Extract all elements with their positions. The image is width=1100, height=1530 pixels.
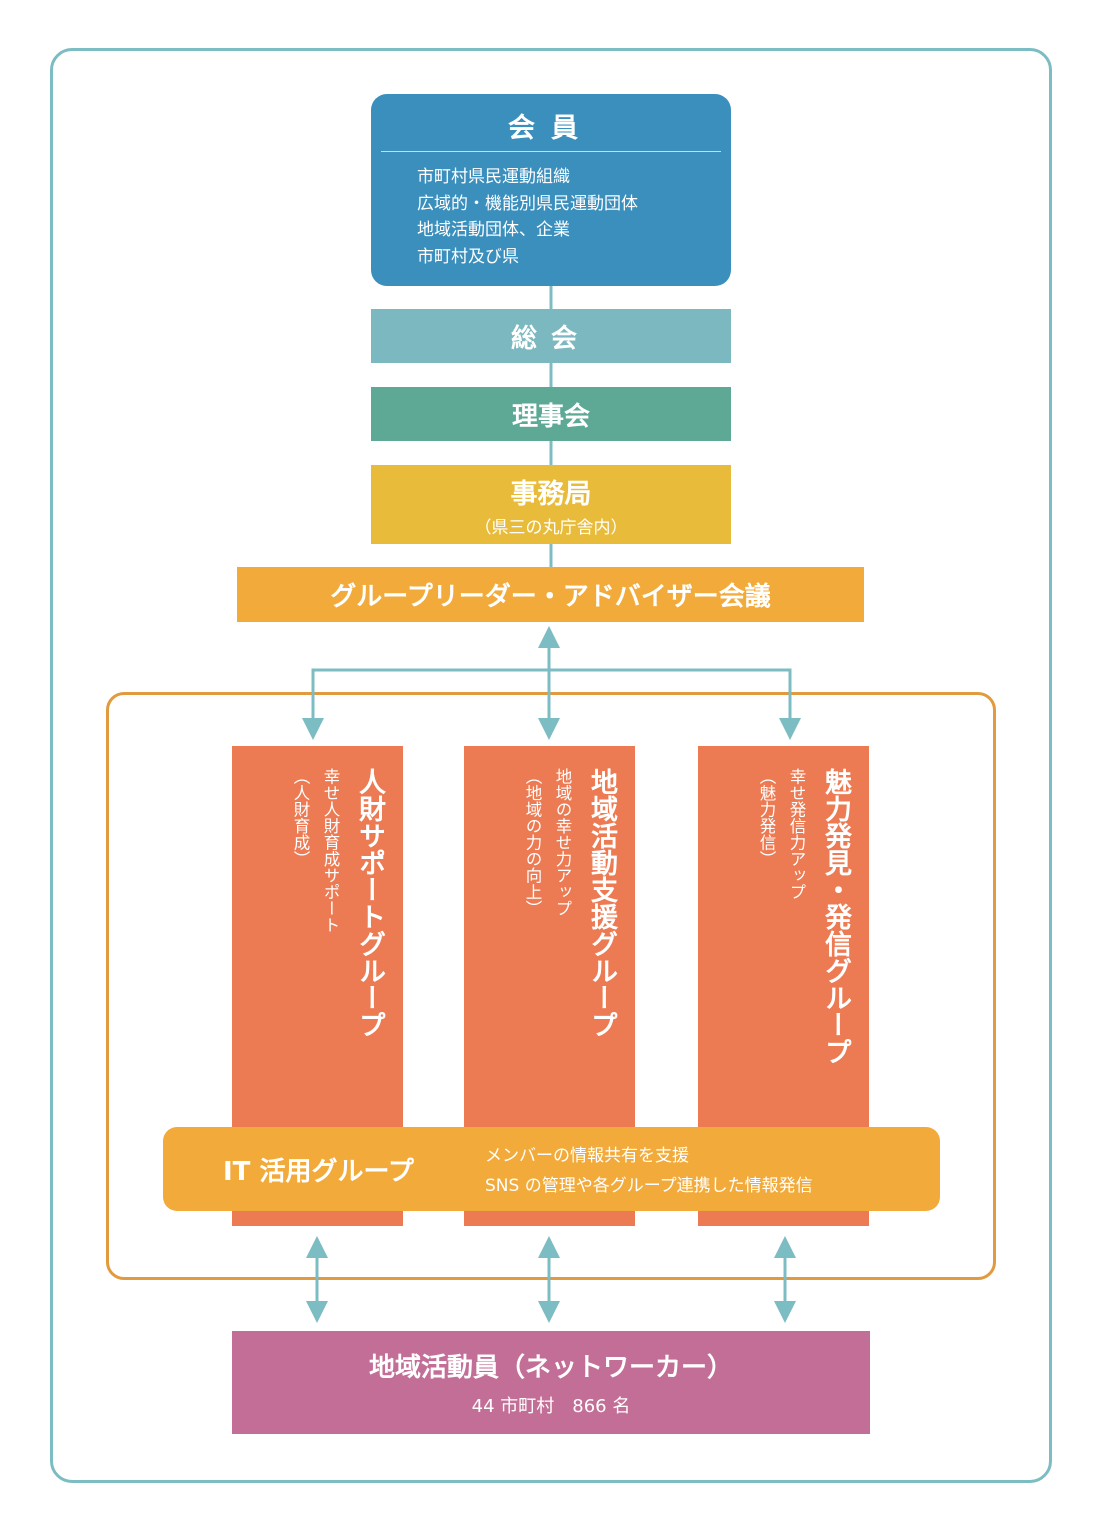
arrowhead-down-group2 (538, 718, 560, 740)
group-description: 幸せ発信力アップ (787, 768, 806, 900)
general-assembly-label: 総会 (510, 323, 591, 354)
it-group-description: メンバーの情報共有を支援 SNS の管理や各グループ連携した情報発信 (485, 1141, 813, 1201)
secretariat-box: 事務局 （県三の丸庁舎内） (371, 465, 731, 544)
members-title: 会員 (508, 113, 594, 144)
group-name: 魅力発見・発信グループ (820, 768, 851, 1065)
board-box: 理事会 (371, 387, 731, 441)
group-name: 人財サポートグループ (354, 768, 385, 1038)
council-box: グループリーダー・アドバイザー会議 (237, 567, 864, 622)
secretariat-subtitle: （県三の丸庁舎内） (474, 517, 628, 538)
network-subtitle: 44 市町村 866 名 (471, 1396, 631, 1417)
arrowhead-down-group3 (779, 718, 801, 740)
network-title: 地域活動員（ネットワーカー） (368, 1353, 733, 1383)
arrowhead-down-network3 (774, 1301, 796, 1323)
members-item: 市町村県民運動組織 (417, 167, 570, 187)
arrowhead-down-network1 (306, 1301, 328, 1323)
council-label: グループリーダー・アドバイザー会議 (330, 582, 771, 612)
board-label: 理事会 (511, 401, 590, 432)
it-group-box: IT 活用グループ メンバーの情報共有を支援 SNS の管理や各グループ連携した… (163, 1127, 940, 1211)
members-box: 会員 市町村県民運動組織 広域的・機能別県民運動団体 地域活動団体、企業 市町村… (371, 94, 731, 286)
group-description: 地域の幸せ力アップ (553, 768, 572, 917)
connector-branch (311, 668, 792, 719)
it-group-line: SNS の管理や各グループ連携した情報発信 (485, 1176, 813, 1196)
members-item: 広域的・機能別県民運動団体 (417, 193, 638, 214)
group-name: 地域活動支援グループ (586, 768, 617, 1038)
members-divider (381, 151, 721, 152)
members-item: 市町村及び県 (417, 246, 519, 267)
group-short-label: （人財育成） (291, 768, 310, 867)
it-group-title: IT 活用グループ (223, 1157, 414, 1187)
arrowhead-up-group1 (306, 1236, 328, 1258)
group-short-label: （魅力発信） (757, 768, 776, 867)
it-group-line: メンバーの情報共有を支援 (485, 1146, 689, 1166)
arrowhead-up-group3 (774, 1236, 796, 1258)
groups-frame (106, 692, 996, 1280)
outer-frame (50, 48, 1052, 1483)
members-list: 市町村県民運動組織 広域的・機能別県民運動団体 地域活動団体、企業 市町村及び県 (417, 164, 638, 270)
arrowhead-down-network2 (538, 1301, 560, 1323)
network-box: 地域活動員（ネットワーカー） 44 市町村 866 名 (232, 1331, 870, 1434)
members-item: 地域活動団体、企業 (417, 220, 570, 240)
arrowhead-up-council (538, 626, 560, 648)
arrowhead-down-group1 (302, 718, 324, 740)
general-assembly-box: 総会 (371, 309, 731, 363)
group-short-label: （地域の力の向上） (523, 768, 542, 917)
secretariat-title: 事務局 (510, 478, 592, 510)
arrowhead-up-group2 (538, 1236, 560, 1258)
group-description: 幸せ人財育成サポート (321, 768, 340, 933)
